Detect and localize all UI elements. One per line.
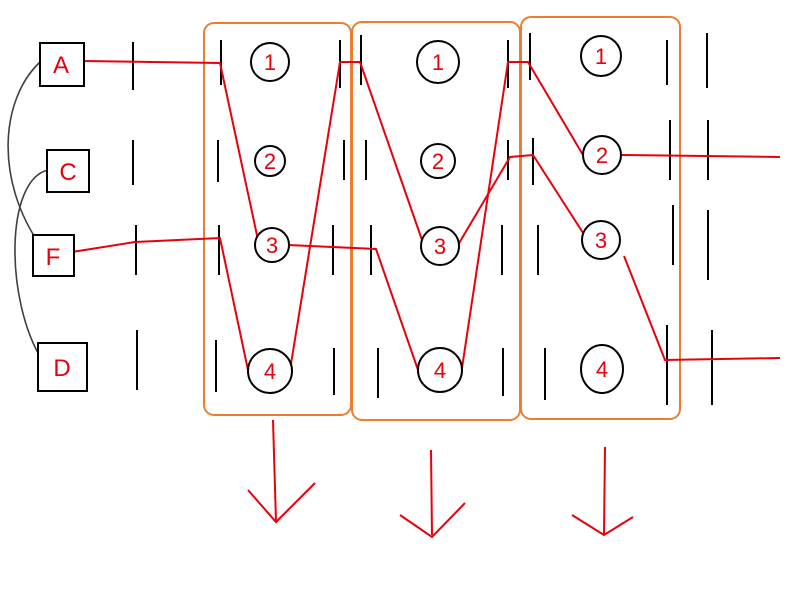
down-arrow-2 [399,449,466,539]
group-3-slot-1: 1 [580,35,622,77]
svg-text:1: 1 [264,50,276,75]
svg-text:1: 1 [595,44,607,69]
node-f-label: F [46,244,61,271]
route-lines [71,60,781,371]
svg-text:4: 4 [434,358,446,383]
group-2-slot-4: 4 [417,347,463,393]
svg-text:4: 4 [264,359,276,384]
group-1-slot-4: 4 [247,348,293,394]
svg-text:1: 1 [432,50,444,75]
svg-text:3: 3 [266,233,278,258]
svg-text:3: 3 [595,228,607,253]
group-2-slot-1: 1 [416,40,460,84]
group-3-border [520,16,681,420]
group-1-slot-3: 3 [254,227,290,263]
svg-text:2: 2 [264,149,276,174]
node-a-label: A [53,52,69,79]
route-line [71,236,249,371]
down-arrow-1 [247,419,316,524]
node-d-label: D [53,355,70,382]
route-line [289,61,423,371]
group-1-slot-2: 2 [254,145,286,177]
group-3-slot-3: 3 [581,220,621,260]
node-f: F [32,234,75,277]
svg-text:2: 2 [432,149,444,174]
node-c-label: C [59,159,76,186]
node-d: D [37,342,88,392]
group-1-slot-1: 1 [250,42,290,82]
svg-text:4: 4 [596,357,608,382]
group-2-slot-2: 2 [420,143,456,179]
route-line [621,154,781,158]
link-a-f [7,61,41,246]
route-line [623,255,781,362]
route-line [461,61,584,369]
route-line [81,60,259,241]
group-2-slot-3: 3 [420,226,460,266]
svg-text:3: 3 [434,234,446,259]
node-a: A [39,42,85,87]
down-arrow-3 [571,446,634,537]
link-c-d [14,169,49,361]
svg-text:2: 2 [596,143,608,168]
route-line [287,244,419,371]
bars [132,33,713,405]
group-3-slot-2: 2 [582,135,622,175]
group-3-slot-4: 4 [580,344,624,394]
node-c: C [46,149,90,193]
route-line [457,153,586,246]
